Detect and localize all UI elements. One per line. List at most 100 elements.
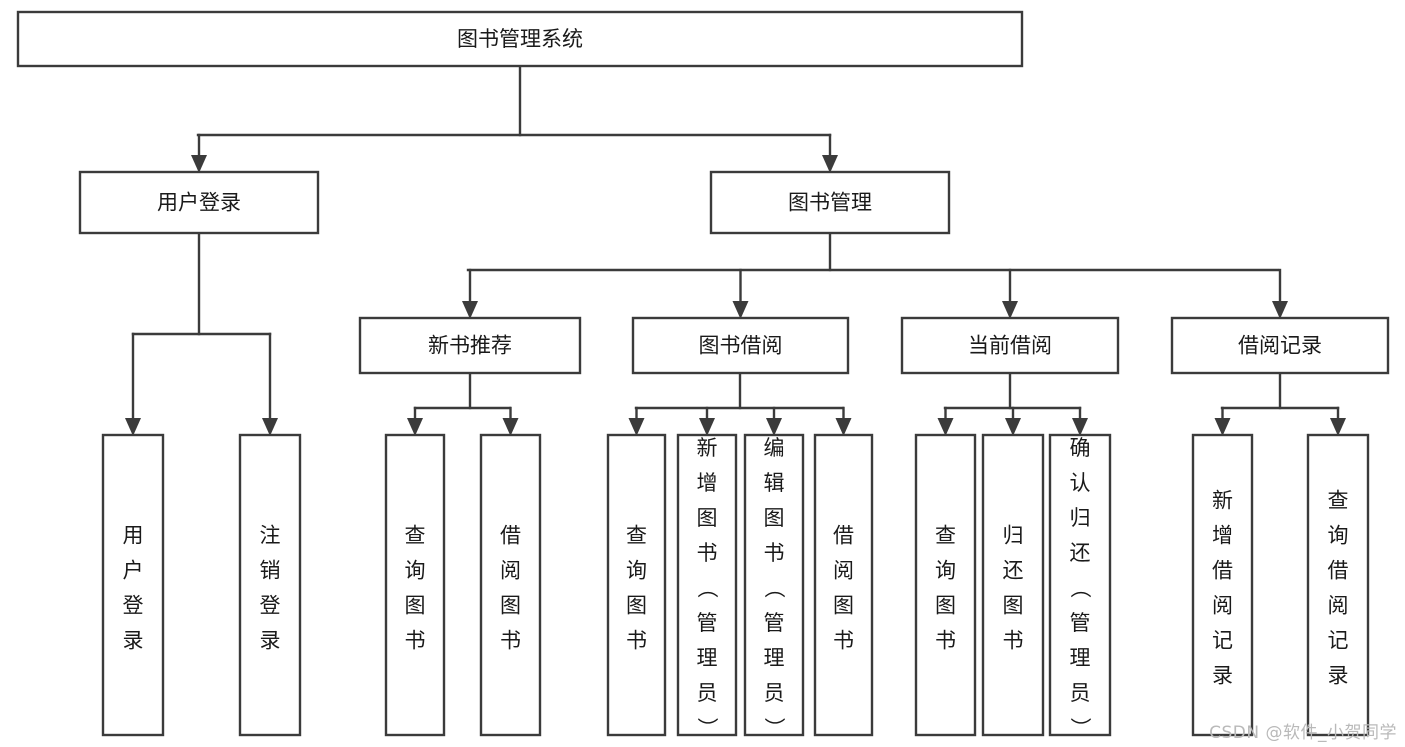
node-box[interactable]	[384, 433, 446, 737]
node-label-char: 查	[935, 523, 956, 547]
node-label-char: 员	[697, 681, 718, 705]
node-label-char: 图	[405, 593, 426, 617]
node-box[interactable]	[900, 316, 1120, 375]
node-label-char: 查	[405, 523, 426, 547]
node-label-char: 管	[697, 611, 718, 635]
connector-arrow	[937, 406, 954, 436]
node-label-char: 阅	[833, 558, 854, 582]
node-level3[interactable]: 借阅记录	[1170, 316, 1390, 375]
node-level2[interactable]: 图书管理	[709, 170, 951, 235]
node-box[interactable]	[914, 433, 977, 737]
node-leaf[interactable]: 借阅图书借阅图书	[813, 433, 874, 737]
node-label-char: 理	[1070, 646, 1091, 670]
connector-arrow	[125, 332, 141, 436]
node-label-char: ）	[695, 717, 719, 738]
node-box[interactable]	[606, 433, 667, 737]
node-label-char: 理	[697, 646, 718, 670]
node-box[interactable]	[238, 433, 302, 737]
node-label-char: （	[1068, 577, 1092, 598]
node-label-char: 新	[1212, 488, 1233, 512]
node-box[interactable]	[358, 316, 582, 375]
node-label-char: 员	[764, 681, 785, 705]
node-leaf[interactable]: 新增借阅记录新增借阅记录	[1191, 433, 1254, 737]
node-label-char: 归	[1003, 523, 1024, 547]
node-leaf[interactable]: 查询图书查询图书	[914, 433, 977, 737]
node-label: 用户登录	[157, 191, 241, 215]
node-label-char: 询	[1328, 523, 1349, 547]
node-label-char: 借	[833, 523, 854, 547]
connector-arrow	[262, 332, 278, 436]
watermark-text: CSDN @软件_小贺同学	[1209, 723, 1397, 743]
connector-arrow	[1072, 406, 1088, 436]
node-label-char: 书	[697, 541, 718, 565]
connector-arrow	[699, 406, 715, 436]
node-root[interactable]: 图书管理系统	[16, 10, 1024, 68]
node-label-char: 增	[697, 471, 718, 495]
node-label: 图书管理系统	[457, 27, 583, 51]
connector-arrow	[1002, 268, 1018, 319]
node-label-char: ）	[1068, 717, 1092, 738]
node-label: 图书借阅	[699, 334, 783, 358]
node-label-char: 图	[626, 593, 647, 617]
nodes-layer: 图书管理系统用户登录图书管理新书推荐图书借阅当前借阅借阅记录用户登录用户登录注销…	[16, 10, 1390, 738]
node-label-char: 录	[1328, 663, 1349, 687]
node-label-char: 图	[833, 593, 854, 617]
connector-arrow	[766, 406, 782, 436]
node-leaf[interactable]: 查询图书查询图书	[384, 433, 446, 737]
node-label-char: 记	[1212, 628, 1233, 652]
node-label-char: 借	[500, 523, 521, 547]
node-level3[interactable]: 当前借阅	[900, 316, 1120, 375]
node-label-char: 图	[697, 506, 718, 530]
node-leaf[interactable]: 注销登录注销登录	[238, 433, 302, 737]
node-label-char: 员	[1070, 681, 1091, 705]
node-box[interactable]	[1306, 433, 1370, 737]
connector-bus	[943, 371, 1082, 410]
node-label-char: 阅	[1328, 593, 1349, 617]
node-box[interactable]	[631, 316, 850, 375]
node-leaf[interactable]: 用户登录用户登录	[101, 433, 165, 737]
node-label-char: 图	[935, 593, 956, 617]
connector-arrow	[732, 268, 749, 319]
connector-arrow	[1272, 268, 1288, 319]
node-label: 借阅记录	[1238, 334, 1322, 358]
node-box[interactable]	[709, 170, 951, 235]
node-box[interactable]	[16, 10, 1024, 68]
node-label-char: 录	[123, 628, 144, 652]
node-level3[interactable]: 图书借阅	[631, 316, 850, 375]
node-box[interactable]	[813, 433, 874, 737]
node-leaf[interactable]: 归还图书归还图书	[981, 433, 1045, 737]
node-label-char: 录	[260, 628, 281, 652]
node-level3[interactable]: 新书推荐	[358, 316, 582, 375]
node-label-char: 图	[1003, 593, 1024, 617]
node-box[interactable]	[1170, 316, 1390, 375]
node-label-char: 登	[123, 593, 144, 617]
node-label-char: 户	[123, 558, 144, 582]
node-label-char: ）	[762, 717, 786, 738]
node-level2[interactable]: 用户登录	[78, 170, 320, 235]
node-leaf[interactable]: 查询图书查询图书	[606, 433, 667, 737]
node-box[interactable]	[981, 433, 1045, 737]
node-box[interactable]	[78, 170, 320, 235]
node-box[interactable]	[479, 433, 542, 737]
node-label-char: 询	[935, 558, 956, 582]
connector-arrow	[1214, 406, 1231, 436]
node-leaf[interactable]: 查询借阅记录查询借阅记录	[1306, 433, 1370, 737]
connector-bus	[1220, 371, 1340, 410]
node-box[interactable]	[101, 433, 165, 737]
node-label-char: 新	[697, 436, 718, 460]
node-label: 新书推荐	[428, 334, 512, 358]
connector-arrow	[462, 268, 478, 319]
node-box[interactable]	[1191, 433, 1254, 737]
node-box[interactable]	[743, 433, 805, 737]
node-label-char: 认	[1070, 471, 1091, 495]
connector-arrow	[1330, 406, 1346, 436]
node-box[interactable]	[1048, 433, 1112, 737]
connector-bus	[131, 231, 272, 336]
node-label: 图书管理	[788, 191, 872, 215]
connector-arrow	[628, 406, 645, 436]
node-leaf[interactable]: 借阅图书借阅图书	[479, 433, 542, 737]
node-box[interactable]	[676, 433, 738, 737]
